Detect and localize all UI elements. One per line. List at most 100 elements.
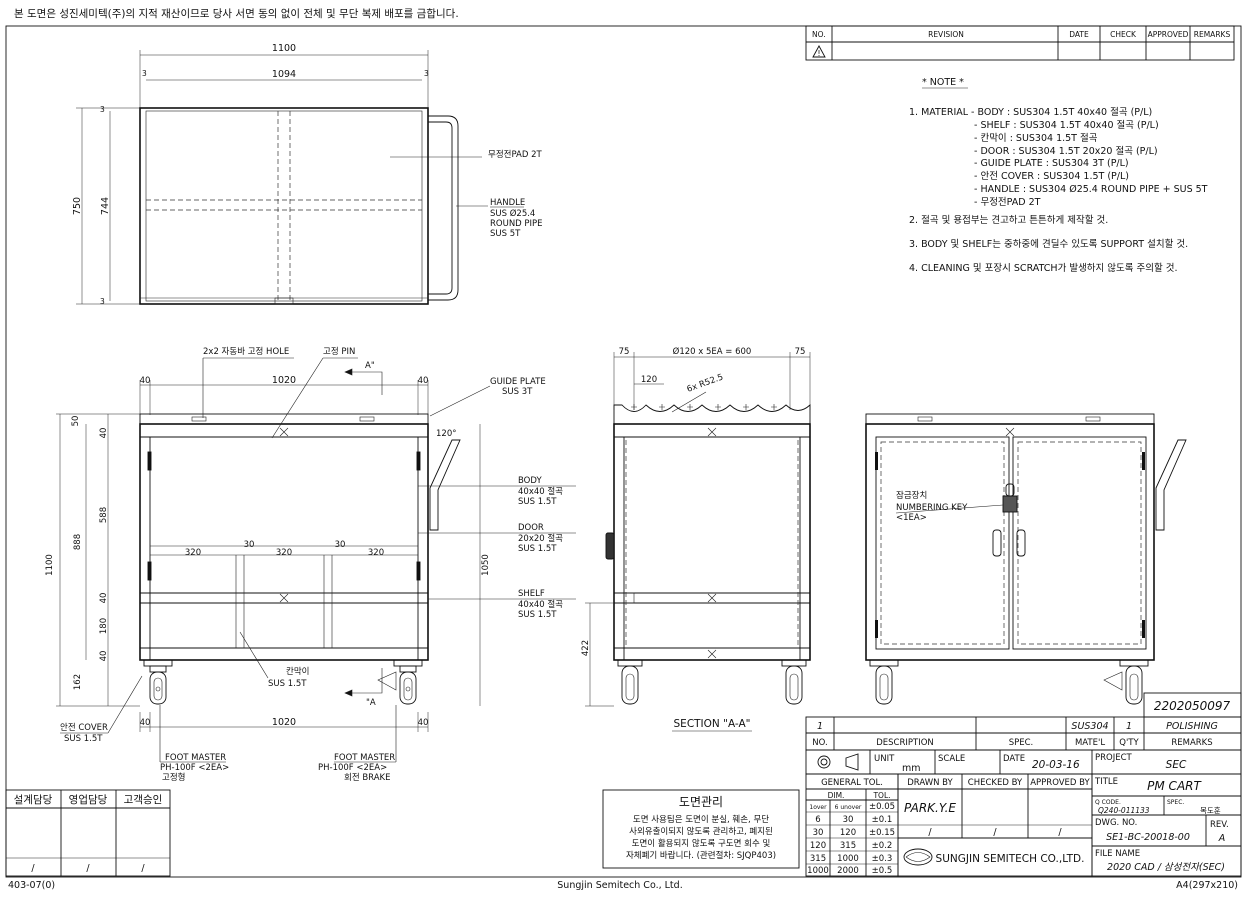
- note-line-8: - 무정전PAD 2T: [974, 197, 1041, 208]
- tol-row-1-from: 1over: [809, 804, 827, 811]
- front-label-foot-left-model: PH-100F <2EA>: [160, 763, 229, 773]
- front-dim-320-c: 320: [368, 548, 384, 558]
- unit-value: mm: [902, 763, 921, 774]
- front-dim-1020-top: 1020: [272, 375, 296, 386]
- company-name: SUNGJIN SEMITECH CO.,LTD.: [936, 853, 1085, 865]
- sign-slash-design: /: [31, 863, 35, 874]
- front-dim-40-c: 40: [99, 651, 109, 662]
- front-dim-120deg: 120°: [436, 429, 456, 439]
- part-number: 2202050097: [1154, 699, 1231, 713]
- front-dim-30-a: 30: [244, 540, 255, 550]
- approved-slash: /: [1058, 827, 1062, 838]
- front-dim-40-a: 40: [99, 428, 109, 439]
- front-dim-1020-bottom: 1020: [272, 717, 296, 728]
- front-label-shelf-spec: 40x40 절곡: [518, 600, 563, 610]
- section-title: SECTION "A-A": [674, 718, 751, 730]
- rev-header-revision: REVISION: [928, 30, 964, 39]
- front-dim-888: 888: [73, 534, 83, 550]
- front-dim-320-a: 320: [185, 548, 201, 558]
- sign-header-design: 설계담당: [14, 794, 53, 806]
- drawing-control-title: 도면관리: [679, 795, 723, 809]
- footer-center: Sungjin Semitech Co., Ltd.: [557, 880, 682, 891]
- sign-header-sales: 영업담당: [69, 793, 108, 806]
- section-dim-75-left: 75: [619, 347, 630, 357]
- projection-circle-icon: [817, 755, 831, 769]
- drawn-slash: /: [928, 827, 932, 838]
- date-label: DATE: [1003, 754, 1025, 764]
- front-label-section-a-bottom: "A: [366, 698, 376, 708]
- tol-header-dim: DIM.: [828, 791, 845, 800]
- section-dim-radius: 6x R52.5: [686, 372, 725, 394]
- tol-row-1-to: 6 unover: [835, 804, 862, 811]
- front-label-foot-left-type: 고정형: [162, 772, 185, 783]
- front-label-guide-spec: SUS 3T: [502, 387, 533, 397]
- note-line-1: 1. MATERIAL - BODY : SUS304 1.5T 40x40 절…: [909, 106, 1152, 118]
- note-line-7: - HANDLE : SUS304 Ø25.4 ROUND PIPE + SUS…: [974, 184, 1208, 195]
- approved-by-label: APPROVED BY: [1030, 778, 1090, 788]
- projection-cone-icon: [845, 753, 859, 771]
- side-label-key: NUMBERING KEY: [896, 503, 968, 513]
- front-label-hole: 2x2 자동바 고정 HOLE: [203, 346, 289, 357]
- side-view: 잠금장치 NUMBERING KEY <1EA>: [865, 413, 1187, 705]
- front-label-shelf: SHELF: [518, 589, 545, 599]
- front-dim-320-b: 320: [276, 548, 292, 558]
- top-dim-1100: 1100: [272, 43, 296, 54]
- side-caster-left: [869, 659, 899, 705]
- tol-row-5-from: 315: [810, 854, 826, 864]
- drawing-title: PM CART: [1147, 779, 1202, 793]
- revision-table: NO. REVISION DATE CHECK APPROVED REMARKS…: [805, 25, 1235, 61]
- qcode-label: Q CODE.: [1095, 799, 1121, 806]
- front-dim-180: 180: [99, 618, 109, 634]
- header-notice: 본 도면은 성진세미텍(주)의 지적 재산이므로 당사 서면 동의 없이 전체 …: [14, 7, 459, 20]
- tol-row-6-to: 2000: [837, 866, 859, 876]
- top-dim-750: 750: [72, 197, 83, 215]
- front-dim-50: 50: [71, 416, 81, 427]
- checked-by-label: CHECKED BY: [968, 778, 1023, 788]
- bom-header-remarks: REMARKS: [1171, 738, 1212, 748]
- section-dim-120: 120: [641, 375, 657, 385]
- tol-row-4-val: ±0.2: [872, 841, 893, 851]
- drawing-control-line-3: 도면이 활용되지 않도록 구도면 회수 및: [632, 838, 771, 849]
- bom-header-description: DESCRIPTION: [876, 738, 934, 748]
- front-dim-30-b: 30: [335, 540, 346, 550]
- top-dim-3-top: 3: [100, 105, 105, 114]
- tol-row-2-from: 6: [815, 815, 820, 825]
- tol-row-3-to: 120: [840, 828, 856, 838]
- general-tol-label: GENERAL TOL.: [821, 778, 883, 788]
- bom-header-no: NO.: [812, 738, 827, 748]
- top-label-handle: HANDLE: [490, 198, 525, 208]
- date-value: 20-03-16: [1032, 759, 1080, 771]
- tol-row-5-val: ±0.3: [872, 854, 893, 864]
- unit-label: UNIT: [874, 754, 895, 764]
- top-dim-3-left: 3: [142, 69, 147, 78]
- sign-header-customer: 고객승인: [124, 794, 163, 806]
- footer-left: 403-07(0): [8, 880, 55, 891]
- drawing-control-line-2: 사외유출이되지 않도록 관리하고, 폐지된: [629, 826, 773, 837]
- tol-row-6-from: 1000: [807, 866, 829, 876]
- sign-slash-customer: /: [141, 863, 145, 874]
- front-label-divider-sus: SUS 1.5T: [268, 679, 307, 689]
- note-line-11: 4. CLEANING 및 포장시 SCRATCH가 발생하지 않도록 주의할 …: [909, 262, 1178, 274]
- front-label-pin: 고정 PIN: [323, 346, 355, 357]
- checked-slash: /: [993, 827, 997, 838]
- top-dim-744: 744: [100, 197, 111, 215]
- rev-label: REV.: [1210, 820, 1229, 830]
- note-line-3: - 칸막이 : SUS304 1.5T 절곡: [974, 132, 1098, 144]
- title-label: TITLE: [1094, 777, 1118, 787]
- svg-text:!: !: [817, 49, 820, 58]
- front-label-door-spec: 20x20 절곡: [518, 534, 563, 544]
- footer-right: A4(297x210): [1176, 880, 1238, 891]
- caster-left: [143, 659, 173, 705]
- front-label-door-sus: SUS 1.5T: [518, 544, 557, 554]
- front-dim-40-tl: 40: [140, 376, 151, 386]
- tol-row-3-val: ±0.15: [869, 828, 895, 838]
- notes-title: * NOTE *: [922, 77, 964, 88]
- front-label-foot-right-model: PH-100F <2EA>: [318, 763, 387, 773]
- spec-label: SPEC.: [1167, 799, 1184, 806]
- front-label-foot-right: FOOT MASTER: [334, 753, 395, 763]
- bom-header-spec: SPEC.: [1009, 738, 1034, 748]
- dwg-label: DWG. NO.: [1095, 818, 1137, 828]
- section-caster-left: [617, 659, 643, 705]
- bom-spec: SUS304: [1071, 721, 1108, 732]
- tol-row-2-val: ±0.1: [872, 815, 893, 825]
